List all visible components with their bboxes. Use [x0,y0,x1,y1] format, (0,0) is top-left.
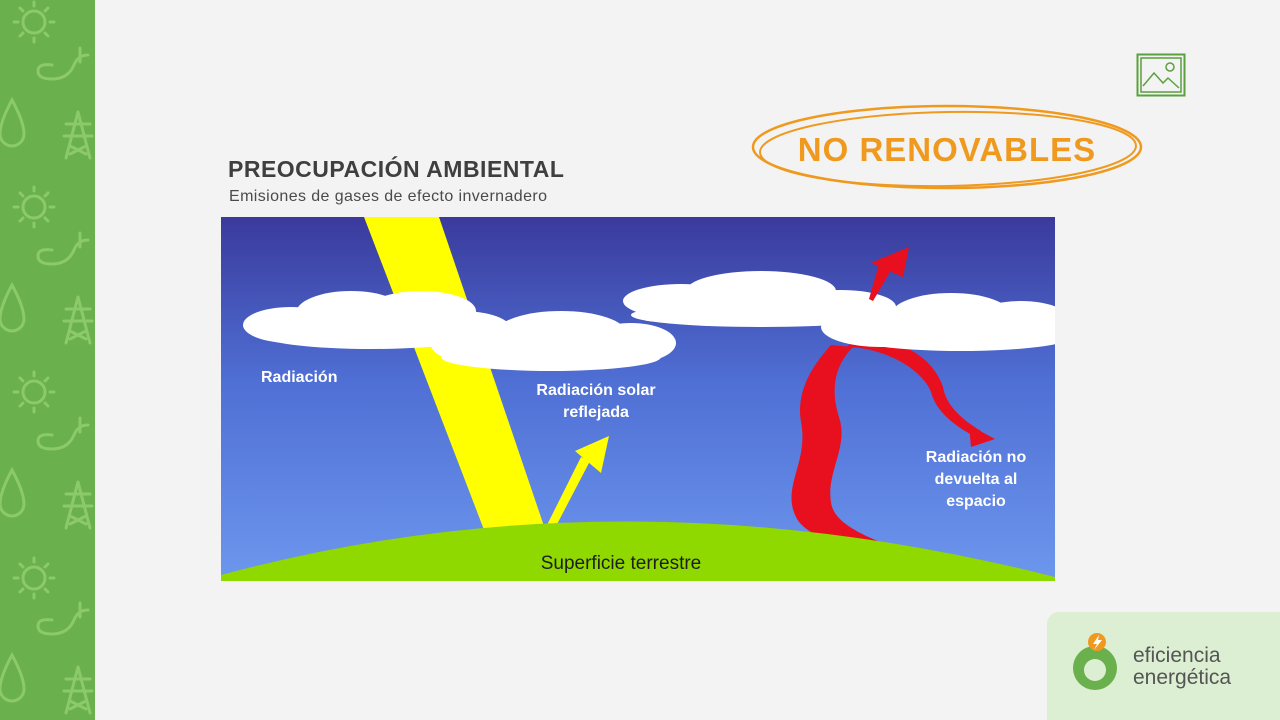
sun-icon [12,0,56,44]
greenhouse-diagram: Radiación Radiación solar reflejada Radi… [221,217,1055,581]
brand-logo: eficiencia energética [1047,612,1280,720]
image-icon [1136,53,1186,97]
pylon-icon [62,110,94,160]
sun-icon [12,556,56,600]
cloud-left [243,291,511,349]
drop-icon [0,281,26,333]
plug-icon [36,601,90,636]
label-not-returned: Radiación no devuelta al espacio [901,447,1051,513]
cloud-middle [431,311,676,371]
label-not-returned-line3: espacio [946,493,1006,510]
pylon-icon [62,295,94,345]
reflected-arrow [546,436,609,530]
sidebar-pattern [0,0,94,715]
label-reflected: Radiación solar reflejada [506,380,686,424]
drop-icon [0,466,26,518]
category-badge: NO RENOVABLES [748,100,1146,196]
brand-line2: energética [1133,666,1232,689]
plug-icon [36,46,90,81]
label-not-returned-line2: devuelta al [934,471,1018,488]
sky [221,217,1055,581]
plug-icon [36,416,90,451]
drop-icon [0,96,26,148]
brand-name: eficiencia energética [1133,645,1231,689]
heat-radiation [791,247,995,553]
label-reflected-line2: reflejada [563,404,629,421]
drop-icon [0,651,26,703]
diagram-artwork [221,217,1055,581]
label-reflected-line1: Radiación solar [536,382,656,399]
plug-icon [36,231,90,266]
slide-title: PREOCUPACIÓN AMBIENTAL [228,156,565,182]
badge-ellipse [751,104,1143,190]
decorative-sidebar [0,0,95,720]
badge-label: NO RENOVABLES [797,131,1097,168]
lightning-icon [1073,633,1117,690]
label-radiation: Radiación [261,369,338,386]
sun-icon [12,185,56,229]
earth-surface [221,521,1055,581]
label-surface: Superficie terrestre [540,553,702,574]
pylon-icon [62,480,94,530]
label-not-returned-line1: Radiación no [925,449,1027,466]
slide-subtitle: Emisiones de gases de efecto invernadero [229,188,548,205]
cloud-far-right [821,293,1055,351]
sun-icon [12,370,56,414]
pylon-icon [62,665,94,715]
brand-line1: eficiencia [1133,644,1221,667]
